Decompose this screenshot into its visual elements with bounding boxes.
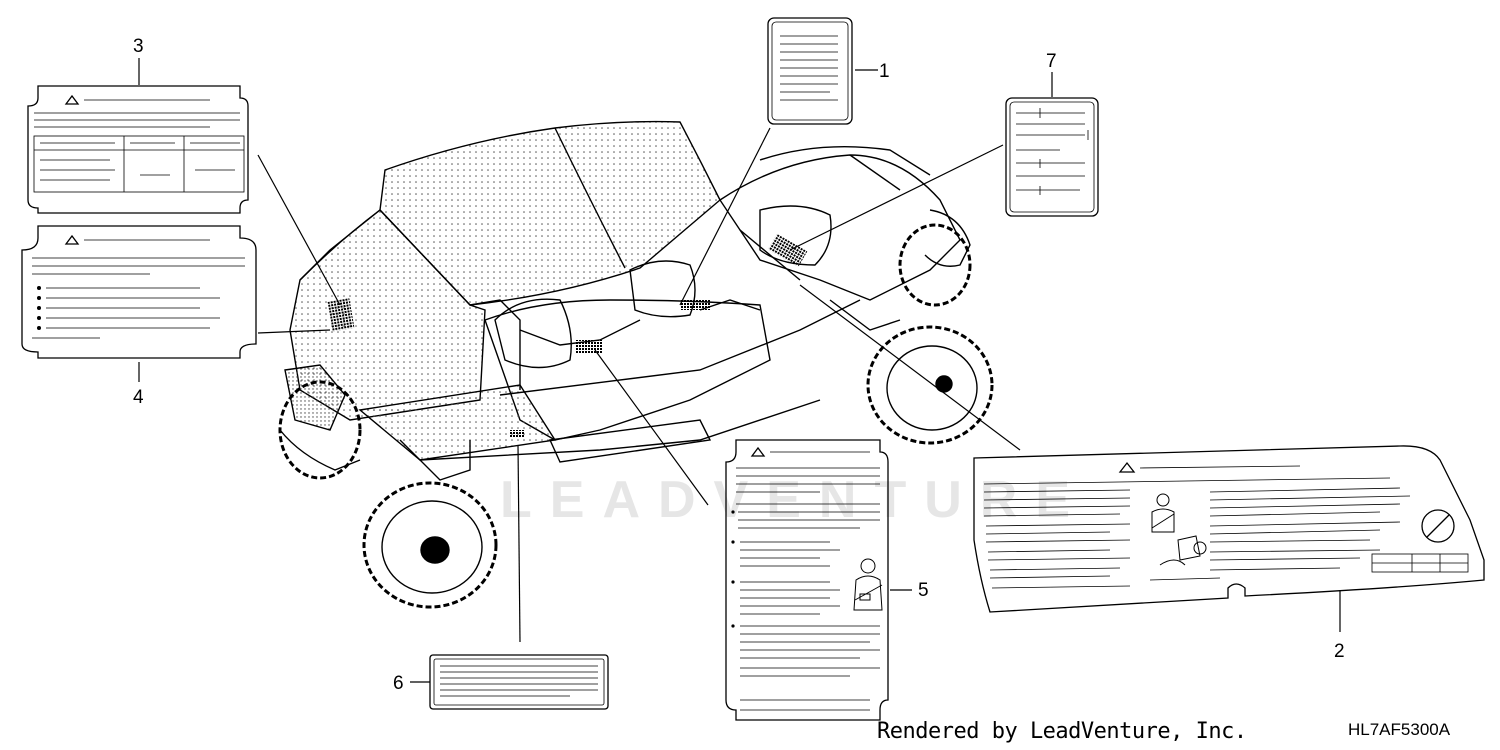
- label-1-drawing: [767, 17, 853, 125]
- vehicle-label-marks: [327, 233, 808, 438]
- callout-1: 1: [879, 61, 890, 82]
- label-7-drawing: [1005, 97, 1099, 217]
- callout-numbers: 1 2 3 4 5 6 7: [133, 36, 1345, 694]
- label-2-drawing: [973, 445, 1485, 613]
- callout-4: 4: [133, 387, 144, 408]
- diagram-code: HL7AF5300A: [1348, 720, 1451, 739]
- front-wheel-2: [898, 223, 972, 307]
- front-wheel: [866, 325, 994, 445]
- credit-text: Rendered by LeadVenture, Inc.: [877, 719, 1247, 744]
- label-6-drawing: [429, 654, 609, 710]
- leader-lines: [138, 58, 1341, 683]
- callout-6: 6: [393, 673, 404, 694]
- callout-2: 2: [1334, 641, 1345, 662]
- callout-5: 5: [918, 580, 929, 601]
- callout-7: 7: [1046, 51, 1057, 72]
- watermark-text: LEADVENTURE: [500, 471, 1089, 529]
- vehicle-illustration: [279, 120, 971, 481]
- label-4-drawing: [21, 225, 257, 359]
- label-5-drawing: [725, 439, 889, 721]
- rear-wheel-2: [278, 380, 362, 480]
- callout-3: 3: [133, 36, 144, 57]
- label-3-drawing: [27, 85, 249, 214]
- rear-wheel: [362, 481, 498, 609]
